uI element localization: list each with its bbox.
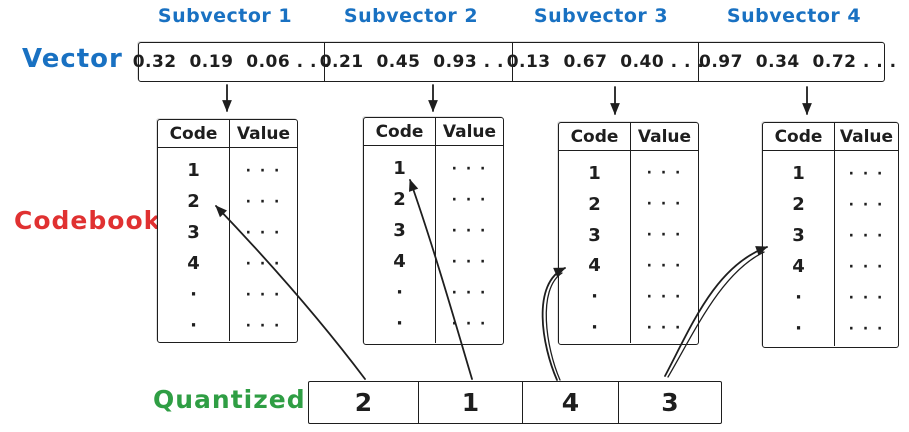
value-cell: · · · <box>646 227 683 244</box>
subvector-2-values: 0.21 0.45 0.93 . . . <box>320 43 517 81</box>
quantized-code-4: 3 <box>618 382 721 423</box>
value-cell: · · · <box>245 286 282 303</box>
code-cell: 3 <box>588 224 601 246</box>
subvector-1-label: Subvector 1 <box>157 5 293 27</box>
codebook-table-body: 1 2 3 4 · · · · · · · · · · · · · · · · … <box>158 148 297 341</box>
value-cell: · · · <box>451 253 488 270</box>
code-cell: · <box>190 284 197 305</box>
value-cell: · · · <box>451 160 488 177</box>
code-cell: 3 <box>187 222 200 243</box>
code-cell: · <box>190 315 197 336</box>
codebook-table-3: Code Value 1 2 3 4 · · · · · · · · · · ·… <box>558 122 699 345</box>
code-cell: 1 <box>187 160 200 181</box>
code-cell: · <box>396 282 403 303</box>
subvector-1-values: 0.32 0.19 0.06 . . . <box>132 52 331 72</box>
subvector-2-label: Subvector 2 <box>343 5 479 27</box>
codebook-table-body: 1 2 3 4 · · · · · · · · · · · · · · · · … <box>763 151 898 346</box>
value-cell: · · · <box>646 165 683 182</box>
codebook-table-header: Code Value <box>559 123 698 151</box>
code-column-header: Code <box>763 123 835 150</box>
value-cell: · · · <box>451 222 488 239</box>
quantized-code-2: 1 <box>418 382 522 423</box>
codebook-table-header: Code Value <box>364 118 503 146</box>
vector-label: Vector <box>22 44 123 74</box>
value-column-header: Value <box>637 126 692 147</box>
code-cell: · <box>591 317 598 339</box>
codebook-table-2: Code Value 1 2 3 4 · · · · · · · · · · ·… <box>363 117 504 345</box>
value-column-header: Value <box>236 123 291 144</box>
codebook-table-header: Code Value <box>158 120 297 148</box>
quantized-code-3: 4 <box>522 382 618 423</box>
value-cell: · · · <box>646 257 683 274</box>
code-cell: 4 <box>187 253 200 274</box>
codebook-table-1: Code Value 1 2 3 4 · · · · · · · · · · ·… <box>157 119 298 343</box>
code-cell: 2 <box>393 189 406 210</box>
codebook-table-body: 1 2 3 4 · · · · · · · · · · · · · · · · … <box>364 146 503 343</box>
subvector-3-label: Subvector 3 <box>533 5 669 27</box>
subvector-4-values: 0.97 0.34 0.72 . . . <box>698 43 897 81</box>
code-cell: 3 <box>792 225 805 246</box>
value-cell: · · · <box>245 317 282 334</box>
value-column-header: Value <box>839 126 894 147</box>
value-cell: · · · <box>848 165 885 182</box>
quantized-code-1: 2 <box>354 388 373 417</box>
value-cell: · · · <box>646 196 683 213</box>
code-cell: · <box>396 313 403 334</box>
vector-box: 0.32 0.19 0.06 . . . 0.21 0.45 0.93 . . … <box>132 42 896 82</box>
value-cell: · · · <box>848 196 885 213</box>
code-cell: 2 <box>792 194 805 215</box>
value-cell: · · · <box>848 227 885 244</box>
code-cell: 3 <box>393 220 406 241</box>
value-cell: · · · <box>245 162 282 179</box>
code-column: 1 2 3 4 · · <box>158 148 230 341</box>
value-cell: · · · <box>245 255 282 272</box>
code-cell: 1 <box>588 162 601 184</box>
value-column: · · · · · · · · · · · · · · · · · · <box>835 151 898 346</box>
value-cell: · · · <box>848 320 885 337</box>
code-cell: 2 <box>187 191 200 212</box>
value-column: · · · · · · · · · · · · · · · · · · <box>230 148 297 341</box>
code-cell: 1 <box>792 163 805 184</box>
value-cell: · · · <box>848 289 885 306</box>
value-cell: · · · <box>245 224 282 241</box>
subvector-4-label: Subvector 4 <box>726 5 862 27</box>
code-cell: 4 <box>393 251 406 272</box>
value-cell: · · · <box>848 258 885 275</box>
codebook-table-4: Code Value 1 2 3 4 · · · · · · · · · · ·… <box>762 122 899 348</box>
value-column-header: Value <box>442 121 497 142</box>
code-column-header: Code <box>364 118 436 145</box>
code-cell: 4 <box>588 255 601 277</box>
value-column: · · · · · · · · · · · · · · · · · · <box>631 151 698 343</box>
value-cell: · · · <box>245 193 282 210</box>
value-cell: · · · <box>451 191 488 208</box>
code-cell: · <box>795 287 802 308</box>
codebook-table-header: Code Value <box>763 123 898 151</box>
code-cell: 4 <box>792 256 805 277</box>
code-column-header: Code <box>559 123 631 150</box>
code-column: 1 2 3 4 · · <box>763 151 835 346</box>
code-column: 1 2 3 4 · · <box>559 151 631 343</box>
codebook-table-body: 1 2 3 4 · · · · · · · · · · · · · · · · … <box>559 151 698 343</box>
subvector-3-values: 0.13 0.67 0.40 . . . <box>507 43 704 81</box>
quantized-vector: 2 1 4 3 <box>308 381 722 424</box>
quantized-label: Quantized <box>153 385 306 414</box>
code-cell: 1 <box>393 158 406 179</box>
value-cell: · · · <box>451 315 488 332</box>
code-cell: · <box>795 318 802 339</box>
value-cell: · · · <box>646 288 683 305</box>
code-cell: · <box>591 286 598 308</box>
code-column: 1 2 3 4 · · <box>364 146 436 343</box>
value-column: · · · · · · · · · · · · · · · · · · <box>436 146 503 343</box>
code-column-header: Code <box>158 120 230 147</box>
value-cell: · · · <box>646 319 683 336</box>
code-cell: 2 <box>588 193 601 215</box>
value-cell: · · · <box>451 284 488 301</box>
codebook-label: Codebook <box>14 206 162 235</box>
